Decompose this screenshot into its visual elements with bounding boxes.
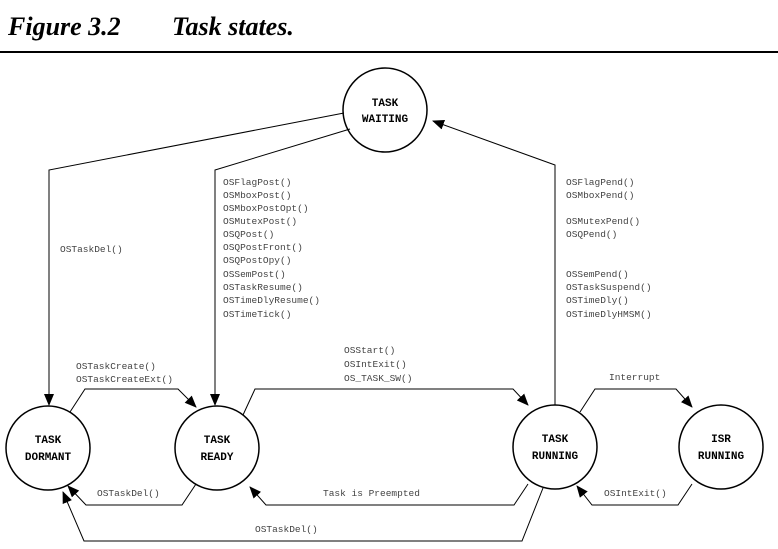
label-line: OSQPost() [223, 229, 274, 240]
arrow-waiting-to-ready [210, 128, 351, 406]
state-isr-running: ISR RUNNING [678, 404, 764, 490]
label-line: OSIntExit() [344, 359, 407, 370]
label-line: OSMutexPend() [566, 216, 640, 227]
figure-title: Task states. [172, 12, 294, 41]
label-running-to-dormant: OSTaskDel() [255, 524, 318, 535]
label-line: OSMutexPost() [223, 216, 297, 227]
label-line: OSMboxPend() [566, 190, 634, 201]
label-waiting-to-dormant: OSTaskDel() [60, 244, 123, 255]
label-line: OSTimeDlyHMSM() [566, 309, 652, 320]
arrow-running-to-dormant [62, 487, 544, 542]
state-task-dormant: TASK DORMANT [5, 405, 91, 491]
label-line: OSQPostOpy() [223, 255, 291, 266]
label-line: OSMboxPostOpt() [223, 203, 309, 214]
arrow-running-to-waiting [432, 120, 556, 405]
label-ready-to-running: OSStart() OSIntExit() OS_TASK_SW() [344, 345, 412, 384]
arrow-isr-to-running [576, 483, 693, 506]
label-line: OSTaskSuspend() [566, 282, 652, 293]
state-label: TASK [372, 98, 399, 110]
figure-header: Figure 3.2 Task states. [0, 0, 778, 53]
label-ready-to-dormant: OSTaskDel() [97, 488, 160, 499]
label-line: OSTaskCreate() [76, 361, 156, 372]
state-label: TASK [35, 435, 62, 447]
label-line: OSTaskCreateExt() [76, 374, 173, 385]
label-line: OSQPend() [566, 229, 617, 240]
state-task-running: TASK RUNNING [512, 404, 598, 490]
label-line: OSMboxPost() [223, 190, 291, 201]
label-running-to-isr: Interrupt [609, 372, 660, 383]
state-label: TASK [542, 434, 569, 446]
label-line: OSQPostFront() [223, 242, 303, 253]
label-line: OSTimeDlyResume() [223, 295, 320, 306]
label-waiting-to-ready: OSFlagPost() OSMboxPost() OSMboxPostOpt(… [223, 177, 320, 320]
label-line: OSStart() [344, 345, 395, 356]
label-line: OSSemPend() [566, 269, 629, 280]
label-line: OSTimeTick() [223, 309, 291, 320]
state-label: TASK [204, 435, 231, 447]
label-line: OSTaskResume() [223, 282, 303, 293]
label-line: OS_TASK_SW() [344, 373, 412, 384]
state-label: DORMANT [25, 452, 72, 464]
label-dormant-to-ready: OSTaskCreate() OSTaskCreateExt() [76, 361, 173, 385]
label-running-to-ready: Task is Preempted [323, 488, 420, 499]
figure-number: Figure 3.2 [8, 12, 121, 41]
label-running-to-waiting: OSFlagPend() OSMboxPend() OSMutexPend() … [566, 177, 652, 320]
label-line: OSFlagPost() [223, 177, 291, 188]
arrow-ready-to-dormant [67, 483, 197, 506]
state-task-waiting: TASK WAITING [342, 67, 428, 153]
arrow-running-to-ready [249, 483, 529, 506]
arrow-waiting-to-dormant [44, 112, 345, 406]
label-line: OSTimeDly() [566, 295, 629, 306]
state-label: RUNNING [532, 451, 579, 463]
arrow-dormant-to-ready [69, 388, 197, 413]
label-line: OSSemPost() [223, 269, 286, 280]
state-label: ISR [711, 434, 731, 446]
label-isr-to-running: OSIntExit() [604, 488, 667, 499]
header-rule [0, 51, 778, 53]
label-line: OSFlagPend() [566, 177, 634, 188]
state-label: WAITING [362, 114, 409, 126]
arrow-ready-to-running [242, 388, 529, 416]
state-task-ready: TASK READY [174, 405, 260, 491]
arrow-running-to-isr [579, 388, 693, 413]
state-label: RUNNING [698, 451, 745, 463]
state-label: READY [200, 452, 233, 464]
